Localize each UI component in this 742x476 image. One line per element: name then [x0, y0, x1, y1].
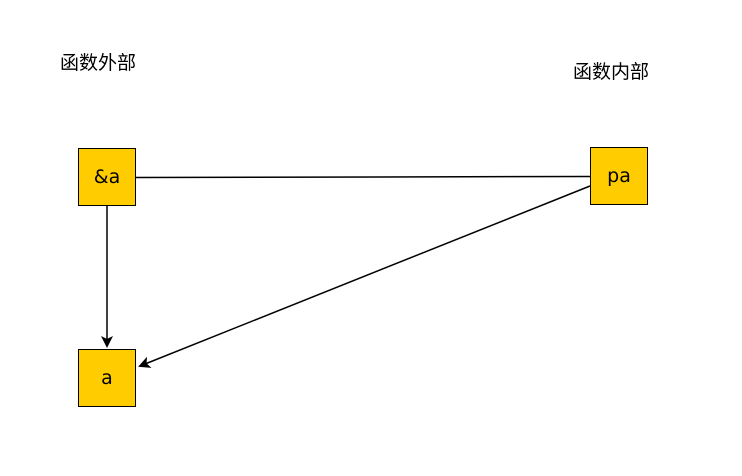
- label-function-inside: 函数内部: [573, 61, 650, 83]
- edge-addr-a-to-pa: [135, 175, 591, 179]
- label-function-outside: 函数外部: [60, 52, 137, 74]
- edge-pa-to-a: [138, 185, 591, 368]
- node-pa: pa: [590, 147, 648, 205]
- node-address-of-a: &a: [78, 148, 136, 206]
- node-a: a: [78, 349, 136, 407]
